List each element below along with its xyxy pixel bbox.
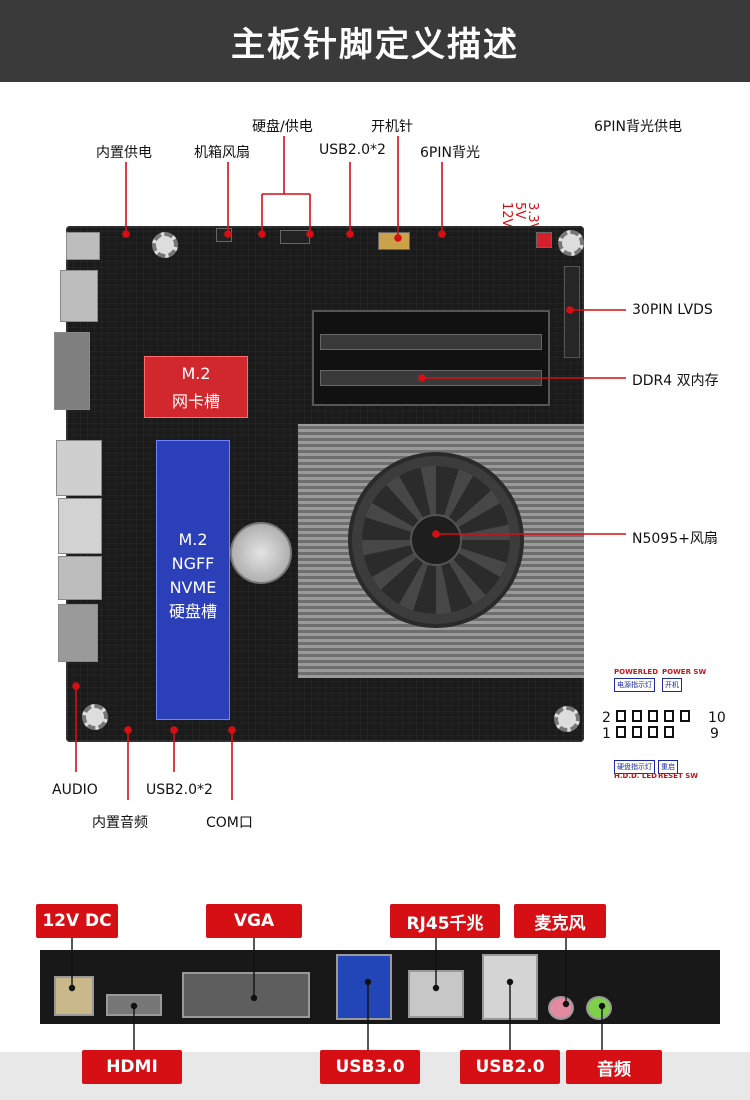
m2-nvme-line4: 硬盘槽 (168, 602, 217, 621)
page-title: 主板针脚定义描述 (231, 24, 519, 65)
label-audio: AUDIO (52, 782, 98, 798)
ddr4-slots (312, 310, 550, 406)
cpu-fan (348, 452, 524, 628)
io-annotation-lines (68, 938, 606, 1050)
tag-vga: VGA (206, 904, 302, 938)
label-usb20-top: USB2.0*2 (319, 142, 386, 158)
tag-usb30: USB3.0 (320, 1050, 420, 1084)
m2-nvme-line3: NVME (169, 578, 217, 597)
m2-nvme-line2: NGFF (171, 554, 215, 573)
pin-hdd-led-box: 硬盘指示灯 (614, 760, 655, 774)
label-cpu-fan: N5095+风扇 (632, 531, 718, 547)
dc-jack (66, 232, 100, 260)
mic-jack (548, 996, 574, 1020)
m2-nvme-slot: M.2 NGFF NVME 硬盘槽 (156, 440, 230, 720)
audio-jacks (58, 604, 98, 662)
pin (648, 710, 658, 722)
audio-jack (586, 996, 612, 1020)
label-internal-audio: 内置音频 (92, 815, 148, 831)
title-bar: 主板针脚定义描述 (0, 0, 750, 82)
pin-num-9: 9 (710, 726, 719, 742)
pin (664, 726, 674, 738)
pin (616, 710, 626, 722)
label-ddr4: DDR4 双内存 (632, 373, 719, 389)
label-lvds: 30PIN LVDS (632, 302, 713, 318)
usb3-port (56, 440, 102, 496)
m2-net-line1: M.2 (181, 364, 211, 383)
mount-hole (558, 230, 584, 256)
vga-port-image (182, 972, 310, 1018)
label-case-fan: 机箱风扇 (194, 145, 250, 161)
pin (648, 726, 658, 738)
pin-powerled-tag: POWERLED (614, 668, 659, 676)
cmos-battery (230, 522, 292, 584)
pin-num-2: 2 (602, 710, 611, 726)
label-power-pin: 开机针 (371, 119, 413, 135)
m2-net-line2: 网卡槽 (171, 392, 220, 411)
annotation-lines (72, 136, 626, 800)
front-panel-pin-diagram: POWERLED POWER SW 电源指示灯 开机 2 1 10 9 硬盘指示… (600, 664, 740, 784)
pin (664, 710, 674, 722)
pin (632, 726, 642, 738)
pin (616, 726, 626, 738)
label-usb20-bottom: USB2.0*2 (146, 782, 213, 798)
label-com: COM口 (206, 815, 253, 831)
io-panel-board (40, 950, 720, 1024)
usb2-port (58, 556, 102, 600)
pin (632, 710, 642, 722)
label-6pin-backlight-power: 6PIN背光供电 (594, 119, 682, 135)
mount-hole (152, 232, 178, 258)
label-hdd-power: 硬盘/供电 (252, 119, 313, 135)
backlight-power-header (536, 232, 552, 248)
tag-audio: 音频 (566, 1050, 662, 1084)
pin-num-10: 10 (708, 710, 726, 726)
pin-reset-tag: RESET SW (658, 772, 698, 780)
front-panel-header (378, 232, 410, 250)
pin (680, 710, 690, 722)
pin-powersw-tag: POWER SW (662, 668, 707, 676)
tag-usb20: USB2.0 (460, 1050, 560, 1084)
m2-net-slot: M.2 网卡槽 (144, 356, 248, 418)
vga-port (54, 332, 90, 410)
dc-jack-port (54, 976, 94, 1016)
label-internal-power: 内置供电 (96, 145, 152, 161)
pin-power-led-box: 电源指示灯 (614, 678, 655, 692)
hdmi-port (60, 270, 98, 322)
io-panel-section: 12V DC VGA RJ45千兆 麦克风 HDMI USB3.0 USB2.0… (0, 890, 750, 1100)
pin-empty (680, 726, 690, 738)
pin-hdd-led-tag: H.D.D. LED (614, 772, 657, 780)
mount-hole (82, 704, 108, 730)
mount-hole (554, 706, 580, 732)
pin-reset-box: 重启 (658, 760, 678, 774)
tag-hdmi: HDMI (82, 1050, 182, 1084)
rj45-port (58, 498, 102, 554)
pin-power-box: 开机 (662, 678, 682, 692)
pin-num-1: 1 (602, 726, 611, 742)
m2-nvme-line1: M.2 (178, 530, 208, 549)
usb3-port-image (336, 954, 392, 1020)
tag-12v-dc: 12V DC (36, 904, 118, 938)
tag-mic: 麦克风 (514, 904, 606, 938)
label-6pin-backlight: 6PIN背光 (420, 145, 480, 161)
motherboard-image: M.2 网卡槽 M.2 NGFF NVME 硬盘槽 (54, 226, 584, 742)
tag-rj45: RJ45千兆 (390, 904, 500, 938)
